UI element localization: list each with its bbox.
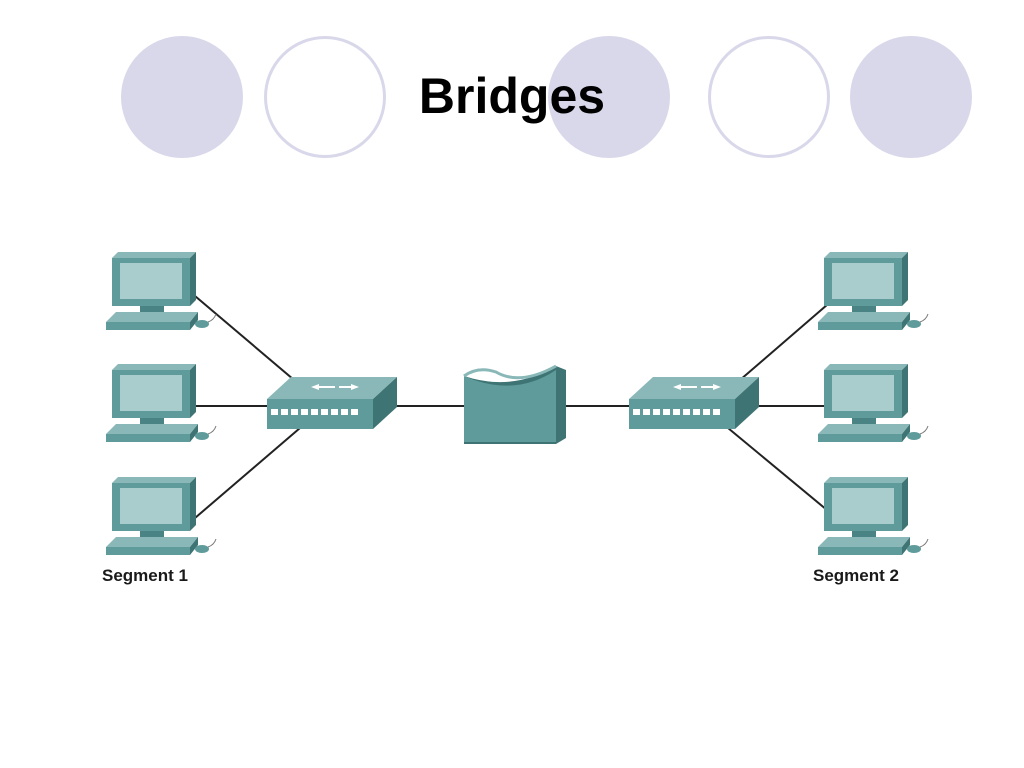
decor-circle [121, 36, 243, 158]
hub-icon [266, 376, 398, 430]
decor-circle [708, 36, 830, 158]
computer-icon [105, 476, 217, 556]
computer-icon [817, 476, 929, 556]
slide-title: Bridges [418, 68, 606, 124]
segment-1-label: Segment 1 [102, 566, 188, 585]
network-links [194, 295, 836, 519]
bridge-icon [463, 364, 566, 444]
computer-icon [817, 363, 929, 443]
computer-icon [105, 363, 217, 443]
computer-icon [817, 251, 929, 331]
computer-icon [105, 251, 217, 331]
decor-circle [548, 36, 670, 158]
decor-circle [850, 36, 972, 158]
decor-circle [264, 36, 386, 158]
segment-2-label: Segment 2 [813, 566, 899, 585]
hub-icon [628, 376, 760, 430]
